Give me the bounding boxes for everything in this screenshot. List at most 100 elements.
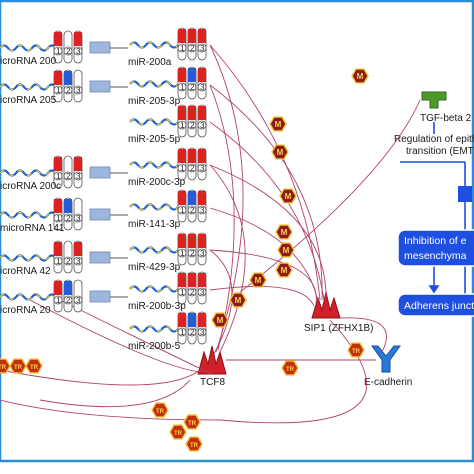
transcription-regulation-badge[interactable]: TR bbox=[25, 358, 43, 374]
tgf-beta-2-node[interactable]: TGF-beta 2 bbox=[420, 91, 472, 124]
site-fill bbox=[198, 234, 206, 248]
tcf8-node[interactable]: TCF8 bbox=[197, 345, 227, 388]
badge-label: M bbox=[275, 120, 282, 129]
mirna-regulation-badge[interactable]: M bbox=[279, 188, 297, 204]
transcription-regulation-badge[interactable]: TR bbox=[183, 414, 201, 430]
tcf8-label: TCF8 bbox=[200, 377, 225, 388]
mirna-regulation-badge[interactable]: M bbox=[229, 292, 247, 308]
transcription-regulation-badge[interactable]: TR bbox=[169, 424, 187, 440]
site-fill bbox=[178, 191, 186, 205]
site-number: 2 bbox=[190, 44, 195, 53]
mirna-regulation-badge[interactable]: M bbox=[351, 68, 369, 84]
site-number: 3 bbox=[200, 121, 205, 130]
site-fill bbox=[54, 199, 62, 213]
transcription-regulation-badge[interactable]: TR bbox=[185, 436, 203, 452]
site-number: 1 bbox=[180, 249, 185, 258]
transcription-regulation-badge[interactable]: TR bbox=[281, 360, 299, 376]
site-number: 1 bbox=[180, 121, 185, 130]
site-fill bbox=[188, 273, 196, 287]
mirna-regulation-badge[interactable]: M bbox=[275, 262, 293, 278]
site-fill bbox=[178, 29, 186, 43]
site-fill bbox=[64, 199, 72, 213]
site-number: 3 bbox=[76, 47, 81, 56]
e-cadherin-label: E-cadherin bbox=[364, 377, 412, 388]
site-number: 1 bbox=[180, 164, 185, 173]
badge-label: TR bbox=[188, 421, 197, 427]
site-number: 3 bbox=[76, 296, 81, 305]
mirna-regulation-badge[interactable]: M bbox=[249, 272, 267, 288]
site-fill bbox=[188, 149, 196, 163]
regulation-edge bbox=[209, 285, 315, 307]
transcript-box bbox=[89, 41, 111, 54]
interaction-badges: MMMMMMMMMMTRTRTRTRTRTRTRTRTR bbox=[0, 68, 369, 452]
mirna-regulation-badge[interactable]: M bbox=[269, 116, 287, 132]
mirna-regulation-badge[interactable]: M bbox=[277, 242, 295, 258]
mirna-label: miR-200a bbox=[128, 57, 172, 68]
mirna-regulation-badge[interactable]: M bbox=[275, 224, 293, 240]
mirna-wave bbox=[129, 161, 179, 169]
transcription-regulation-badge[interactable]: TR bbox=[347, 342, 365, 358]
e-cadherin-node[interactable]: E-cadherin bbox=[364, 345, 412, 388]
mirna-wave bbox=[129, 325, 179, 333]
badge-label: TR bbox=[190, 443, 199, 449]
site-fill bbox=[178, 313, 186, 327]
emt-node-square[interactable] bbox=[458, 186, 472, 202]
inhibition-label-line2: mesenchyma bbox=[404, 250, 467, 262]
mirna-regulation-badge[interactable]: M bbox=[211, 312, 229, 328]
site-fill bbox=[198, 29, 206, 43]
badge-label: TR bbox=[286, 367, 295, 373]
transcription-regulation-badge[interactable]: TR bbox=[0, 358, 11, 374]
mirna-wave bbox=[129, 203, 179, 211]
adherens-junction-box[interactable]: Adherens junction bbox=[397, 293, 474, 317]
inhibition-process-box[interactable]: Inhibition of e mesenchyma bbox=[397, 229, 474, 267]
site-number: 2 bbox=[190, 83, 195, 92]
regulation-edge bbox=[339, 317, 387, 353]
mirna-regulation-badge[interactable]: M bbox=[271, 144, 289, 160]
site-number: 3 bbox=[200, 83, 205, 92]
sip1-node[interactable]: SIP1 (ZFHX1B) bbox=[304, 291, 373, 334]
transcription-regulation-badge[interactable]: TR bbox=[151, 402, 169, 418]
gene-wave bbox=[0, 254, 57, 262]
site-fill bbox=[198, 313, 206, 327]
regulation-edge bbox=[209, 44, 244, 353]
site-number: 2 bbox=[190, 121, 195, 130]
site-number: 1 bbox=[56, 257, 61, 266]
gene-wave bbox=[0, 44, 57, 52]
site-number: 1 bbox=[56, 214, 61, 223]
site-fill bbox=[54, 242, 62, 256]
mirna-wave bbox=[129, 41, 179, 49]
mirna-label: miR-205-5p bbox=[128, 134, 181, 145]
mirna-label: miR-200b-5 bbox=[128, 341, 181, 352]
mirna-label: miR-429-3p bbox=[128, 262, 181, 273]
badge-label: M bbox=[357, 72, 364, 81]
mirna-wave bbox=[129, 246, 179, 254]
badge-label: M bbox=[283, 246, 290, 255]
transcription-regulation-badge[interactable]: TR bbox=[9, 358, 27, 374]
site-number: 1 bbox=[180, 44, 185, 53]
mirna-wave bbox=[129, 285, 179, 293]
regulation-edge bbox=[209, 249, 233, 355]
site-fill bbox=[188, 313, 196, 327]
site-fill bbox=[188, 106, 196, 120]
